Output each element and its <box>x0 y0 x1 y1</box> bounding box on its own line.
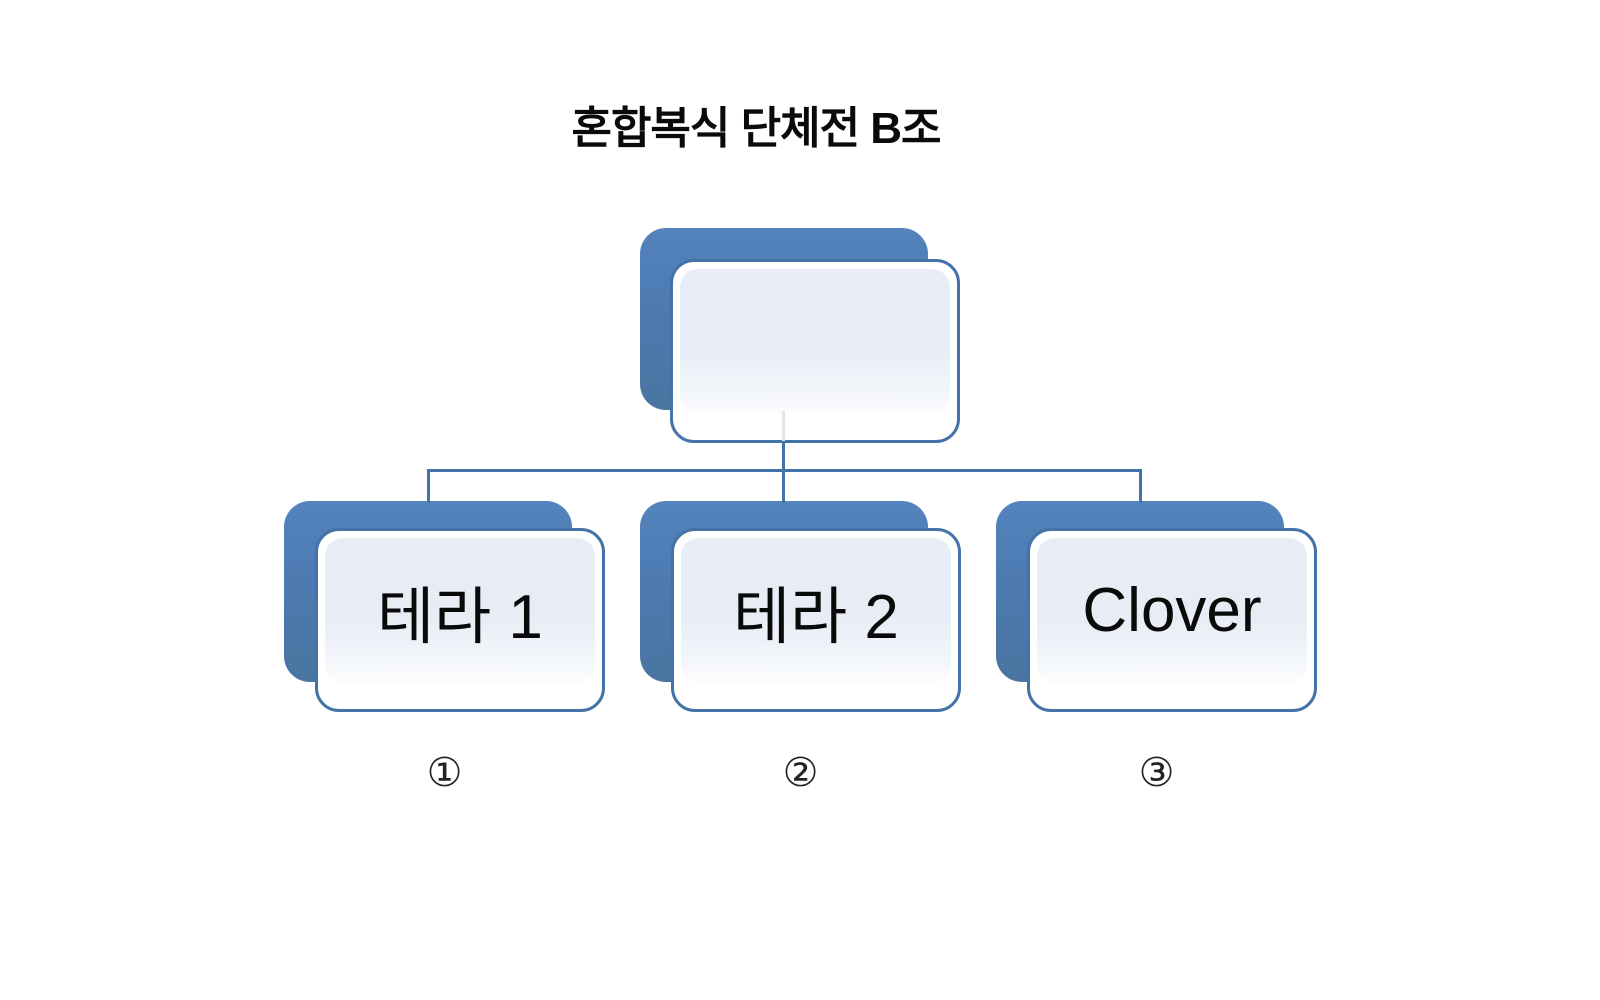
connector-through-root-line <box>782 411 785 441</box>
team-node-1: 테라 1 <box>315 528 605 712</box>
team-node-unit-3: Clover ③ <box>996 501 1317 795</box>
team-node-3-fill <box>1037 538 1307 683</box>
team-node-1-label: 테라 1 <box>377 582 543 652</box>
root-node-fill <box>680 269 950 414</box>
seed-number-2: ② <box>782 751 819 795</box>
connector-stub-2 <box>782 469 785 503</box>
team-node-2: 테라 2 <box>671 528 961 712</box>
team-node-2-label: 테라 2 <box>733 582 899 652</box>
connector-stub-3 <box>1139 469 1142 503</box>
team-node-3: Clover <box>1027 528 1317 712</box>
root-node <box>670 259 960 443</box>
connector-root-stem <box>782 441 785 471</box>
root-node-label <box>673 269 957 414</box>
team-node-2-fill <box>681 538 951 683</box>
team-node-1-fill <box>325 538 595 683</box>
seed-number-3: ③ <box>1138 751 1175 795</box>
seed-number-1: ① <box>426 751 463 795</box>
root-node-unit <box>640 228 961 443</box>
team-node-3-label: Clover <box>1082 576 1262 645</box>
connector-stub-1 <box>427 469 430 503</box>
team-node-unit-2: 테라 2 ② <box>640 501 961 795</box>
diagram-title: 혼합복식 단체전 B조 <box>571 104 941 153</box>
team-node-unit-1: 테라 1 ① <box>284 501 605 795</box>
